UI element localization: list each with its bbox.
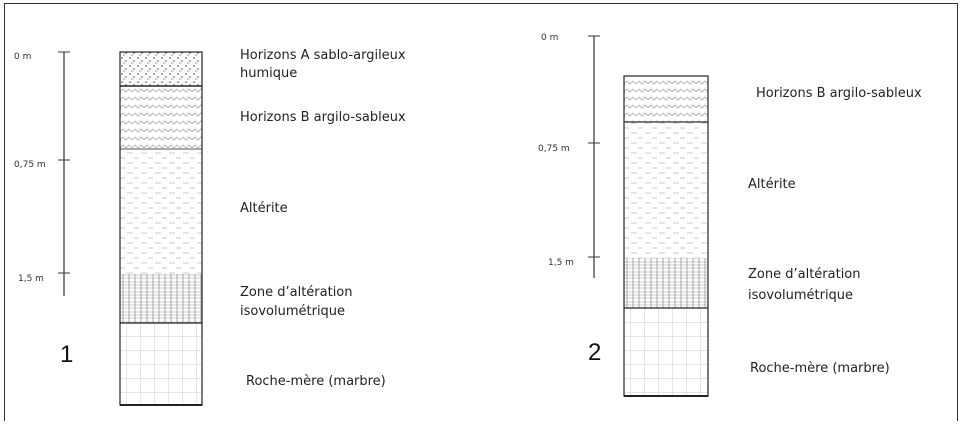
layer-horizon-b [624, 76, 708, 122]
label-horizon-a-line1: Horizons A sablo-argileux [240, 48, 406, 63]
label-roche-mere: Roche-mère (marbre) [750, 361, 890, 376]
profile-number-1: 1 [60, 341, 73, 368]
figure-frame [4, 3, 958, 421]
layer-zone-alteration [120, 274, 202, 323]
soil-column-1 [119, 51, 203, 406]
layer-roche-mere [120, 323, 202, 405]
depth-label-075m: 0,75 m [14, 160, 46, 170]
layer-roche-mere [624, 308, 708, 396]
profile-number-2: 2 [588, 339, 601, 366]
label-zone-line1: Zone d’altération [748, 267, 861, 282]
depth-scale-2: 0 m 0,75 m 1,5 m [538, 33, 600, 278]
label-zone-line1: Zone d’altération [240, 285, 353, 300]
layer-zone-alteration [624, 258, 708, 308]
label-alterite: Altérite [240, 201, 288, 216]
layer-horizon-b [120, 86, 202, 149]
label-zone-line2: isovolumétrique [240, 304, 345, 319]
depth-scale-1: 0 m 0,75 m 1,5 m [14, 51, 70, 296]
label-horizon-b: Horizons B argilo-sableux [756, 86, 922, 101]
depth-label-075m: 0,75 m [538, 144, 570, 154]
layer-horizon-a [120, 52, 202, 86]
depth-label-0m: 0 m [14, 52, 31, 62]
depth-label-15m: 1,5 m [548, 258, 574, 268]
profile-2: 0 m 0,75 m 1,5 m Horizons B argilo-sable… [538, 33, 922, 397]
profile-1: 0 m 0,75 m 1,5 m Horizons A sablo-argile… [14, 48, 406, 406]
soil-column-2 [623, 75, 709, 397]
label-roche-mere: Roche-mère (marbre) [246, 374, 386, 389]
depth-label-15m: 1,5 m [18, 274, 44, 284]
layer-alterite [624, 122, 708, 258]
label-zone-line2: isovolumétrique [748, 288, 853, 303]
label-horizon-a-line2: humique [240, 66, 297, 81]
depth-label-0m: 0 m [541, 33, 558, 43]
layer-alterite [120, 149, 202, 274]
label-alterite: Altérite [748, 177, 796, 192]
label-horizon-b: Horizons B argilo-sableux [240, 110, 406, 125]
